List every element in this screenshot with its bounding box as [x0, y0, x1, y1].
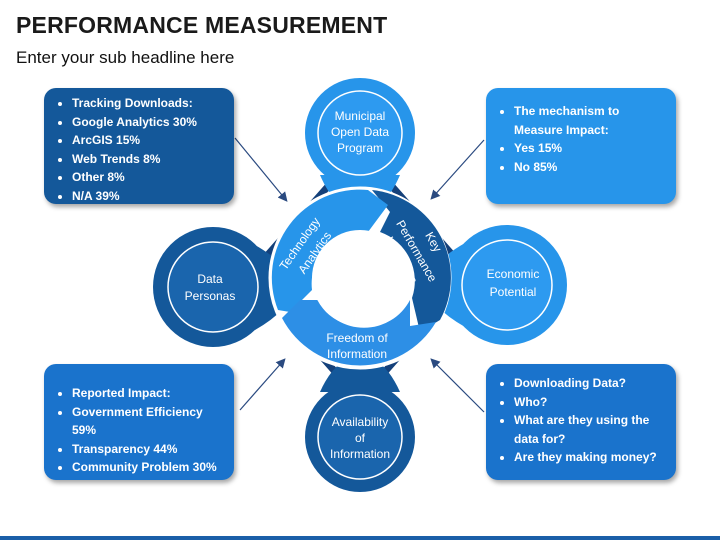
central-cycle: Technology Analytics Key Performance Ind… — [268, 186, 452, 370]
box-tracking-downloads: Tracking Downloads: Google Analytics 30%… — [44, 88, 234, 204]
petal-bottom-line-1: Availability — [332, 415, 388, 429]
petal-bottom-line-3: Information — [330, 447, 390, 461]
box-questions: Downloading Data? Who? What are they usi… — [486, 364, 676, 480]
list-item: Community Problem 30% — [72, 458, 230, 477]
petal-top-line-2: Open Data — [331, 125, 389, 139]
list-item: No 85% — [514, 158, 668, 177]
petal-top-line-3: Program — [337, 141, 383, 155]
list-item: What are they using the data for? — [514, 411, 668, 448]
cycle-freedom-line-1: Freedom of — [326, 331, 388, 345]
list-item: Google Analytics 30% — [72, 113, 226, 132]
arrow-bottom-right — [430, 358, 485, 413]
cycle-segment-freedom — [282, 300, 436, 366]
list-item: Who? — [514, 393, 668, 412]
list-item: Reported Impact: — [72, 384, 230, 403]
list-item: Tracking Downloads: — [72, 94, 226, 113]
list-item: ArcGIS 15% — [72, 131, 226, 150]
list-item: Government Efficiency 59% — [72, 403, 230, 440]
petal-top-line-1: Municipal — [335, 109, 386, 123]
box-reported-impact-list: Reported Impact: Government Efficiency 5… — [54, 384, 230, 477]
petal-bottom: Availability of Information — [305, 355, 415, 492]
arrow-top-left — [234, 137, 288, 202]
petal-left: Data Personas — [153, 227, 295, 347]
cycle-segment-technology — [271, 189, 388, 312]
petal-right-line-2: Potential — [490, 285, 537, 299]
list-item: Web Trends 8% — [72, 150, 226, 169]
list-item: Downloading Data? — [514, 374, 668, 393]
box-tracking-downloads-list: Tracking Downloads: Google Analytics 30%… — [54, 94, 226, 205]
list-item: Transparency 44% — [72, 440, 230, 459]
page-title: PERFORMANCE MEASUREMENT — [16, 12, 388, 38]
box-reported-impact: Reported Impact: Government Efficiency 5… — [44, 364, 234, 480]
list-item: The mechanism to Measure Impact: — [514, 102, 668, 139]
petal-bottom-line-2: of — [355, 431, 366, 445]
box-measure-impact: The mechanism to Measure Impact: Yes 15%… — [486, 88, 676, 204]
petal-right-line-1: Economic — [487, 267, 540, 281]
list-item: N/A 39% — [72, 187, 226, 206]
petal-left-line-2: Personas — [185, 289, 236, 303]
list-item: Yes 15% — [514, 139, 668, 158]
petal-top: Municipal Open Data Program — [305, 78, 415, 215]
petal-right: Economic Potential — [425, 225, 567, 345]
box-measure-impact-list: The mechanism to Measure Impact: Yes 15%… — [496, 102, 668, 176]
cycle-segment-kpi — [372, 190, 451, 332]
box-questions-list: Downloading Data? Who? What are they usi… — [496, 374, 668, 467]
cycle-freedom-line-2: Information — [327, 347, 387, 361]
petal-left-line-1: Data — [197, 272, 223, 286]
list-item: Other 8% — [72, 168, 226, 187]
arrow-top-right — [430, 139, 485, 200]
arrow-bottom-left — [239, 358, 286, 411]
list-item: Are they making money? — [514, 448, 668, 467]
page-subtitle: Enter your sub headline here — [16, 48, 235, 67]
bottom-accent-bar — [0, 536, 720, 540]
